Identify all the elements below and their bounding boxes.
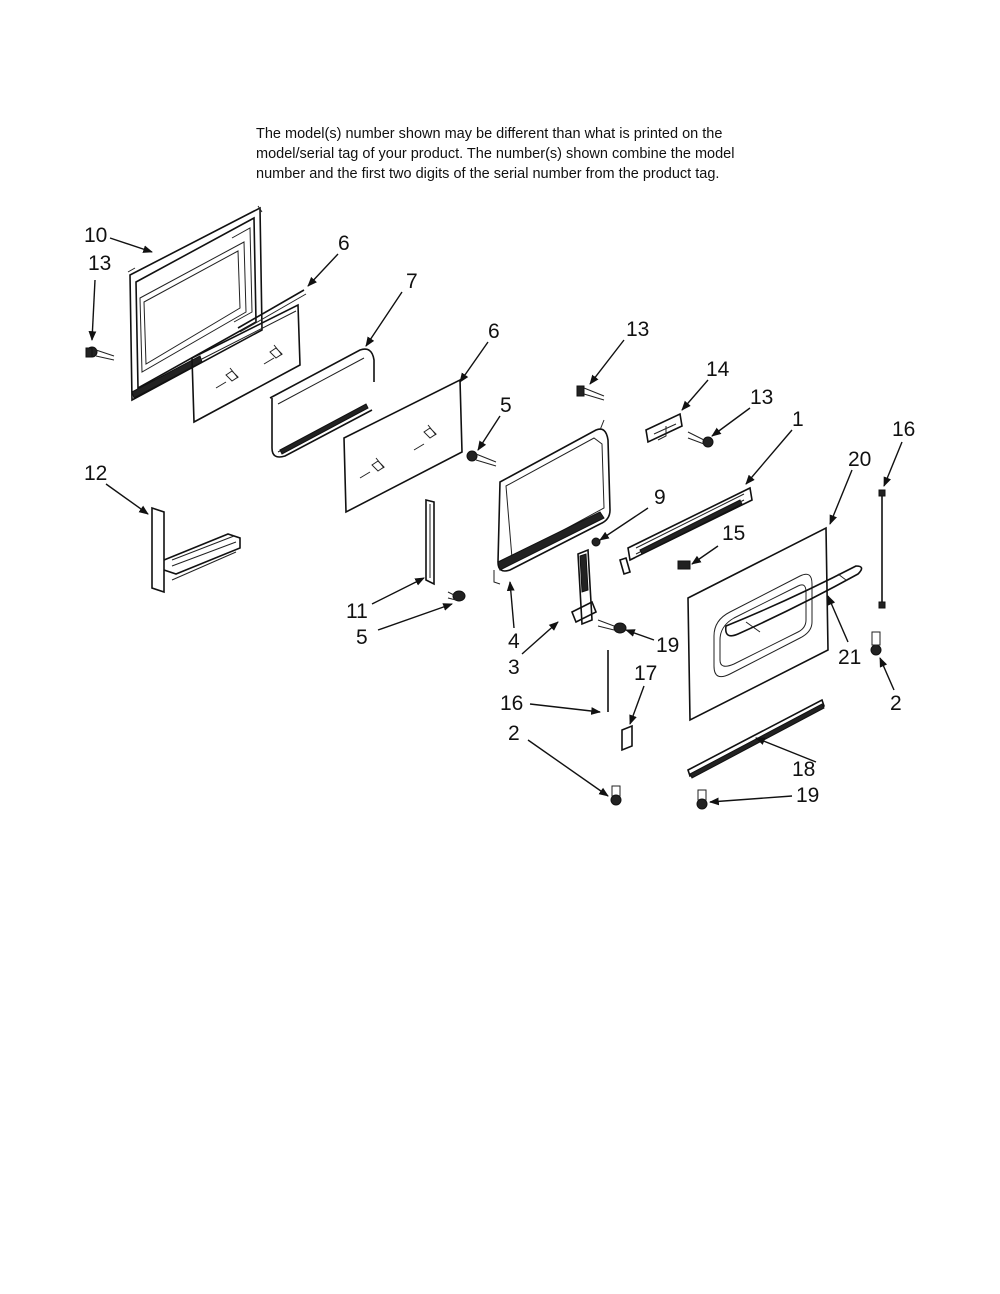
callout-16: 16 [892, 418, 915, 441]
leader-10 [109, 237, 153, 253]
leader-19b [709, 795, 793, 806]
part-4-window-frame [493, 419, 611, 585]
part-19-screw [597, 619, 627, 634]
leader-11 [371, 577, 425, 605]
leader-15 [691, 545, 719, 565]
leader-6a [307, 253, 339, 287]
callout-9: 9 [654, 486, 666, 509]
callout-5: 5 [356, 626, 368, 649]
callout-18: 18 [792, 758, 815, 781]
callout-1: 1 [792, 408, 804, 431]
leader-18 [755, 737, 817, 763]
note-line-2: model/serial tag of your product. The nu… [256, 146, 735, 162]
callout-2: 2 [508, 722, 520, 745]
callout-21: 21 [838, 646, 861, 669]
part-1-vent-trim [619, 486, 753, 576]
callout-13: 13 [88, 252, 111, 275]
callout-11: 11 [346, 600, 368, 623]
callout-7: 7 [406, 270, 418, 293]
callout-19: 19 [656, 634, 679, 657]
part-14-hinge [645, 412, 683, 444]
part-13-screw [85, 346, 115, 361]
callout-12: 12 [84, 462, 107, 485]
part-7-glass-panel [191, 303, 301, 424]
part-16-pin [878, 489, 886, 609]
leader-7 [365, 291, 403, 347]
part-21-handle [724, 565, 863, 637]
part-13-screw-right [687, 431, 714, 448]
part-7-frame [269, 348, 375, 458]
callout-15: 15 [722, 522, 745, 545]
callout-10: 10 [84, 224, 107, 247]
part-17-clip [621, 724, 633, 752]
leader-13c [711, 407, 751, 437]
leader-13b [589, 339, 625, 385]
part-2-screw-mid [610, 785, 622, 806]
note-line-1: The model(s) number shown may be differe… [256, 126, 723, 142]
leader-17 [629, 685, 645, 725]
note-line-3: number and the first two digits of the s… [256, 166, 720, 182]
leader-13a [88, 279, 97, 341]
callout-6: 6 [338, 232, 350, 255]
part-20-outer-door [687, 526, 829, 722]
leader-lines [88, 237, 903, 806]
callout-14: 14 [706, 358, 730, 381]
callout-13: 13 [626, 318, 649, 341]
leader-21 [827, 595, 849, 643]
callout-20: 20 [848, 448, 871, 471]
callout-2: 2 [890, 692, 902, 715]
part-10-inner-door [127, 205, 263, 402]
leader-2a [879, 657, 895, 691]
leader-2b [527, 739, 609, 797]
leader-16a [883, 441, 903, 487]
leader-12 [105, 483, 149, 515]
part-13-screw-mid [576, 385, 605, 401]
callout-16: 16 [500, 692, 523, 715]
leader-5a [477, 415, 501, 451]
leader-6b [459, 341, 489, 383]
leader-9 [599, 507, 649, 541]
part-19-screw-bottom [696, 789, 708, 810]
leader-14 [681, 379, 709, 411]
part-12-bracket [151, 506, 241, 594]
part-6-glass-panel [343, 378, 463, 514]
callout-6: 6 [488, 320, 500, 343]
part-15-clip [677, 560, 691, 570]
leader-3 [521, 621, 559, 655]
leader-16b [529, 703, 601, 715]
part-6-strip [237, 289, 307, 333]
callout-17: 17 [634, 662, 657, 685]
callout-5: 5 [500, 394, 512, 417]
part-5-screw-lower [447, 590, 466, 602]
leader-20 [829, 469, 853, 525]
leader-5b [377, 603, 453, 631]
part-11-rail [425, 498, 435, 586]
part-9-screw [591, 537, 601, 547]
callout-4: 4 [508, 630, 520, 653]
leader-1 [745, 429, 793, 485]
callout-3: 3 [508, 656, 520, 679]
callout-19: 19 [796, 784, 819, 807]
part-3-hinge [570, 548, 598, 626]
leader-4 [506, 581, 515, 629]
part-2-screw [870, 631, 882, 656]
disclaimer-note: The model(s) number shown may be differe… [256, 124, 816, 184]
callout-13: 13 [750, 386, 773, 409]
part-5-screw [466, 450, 497, 467]
leader-19a [625, 629, 655, 641]
callout-labels: 10 13 6 7 6 13 14 13 1 5 16 20 12 9 15 1… [84, 224, 915, 807]
